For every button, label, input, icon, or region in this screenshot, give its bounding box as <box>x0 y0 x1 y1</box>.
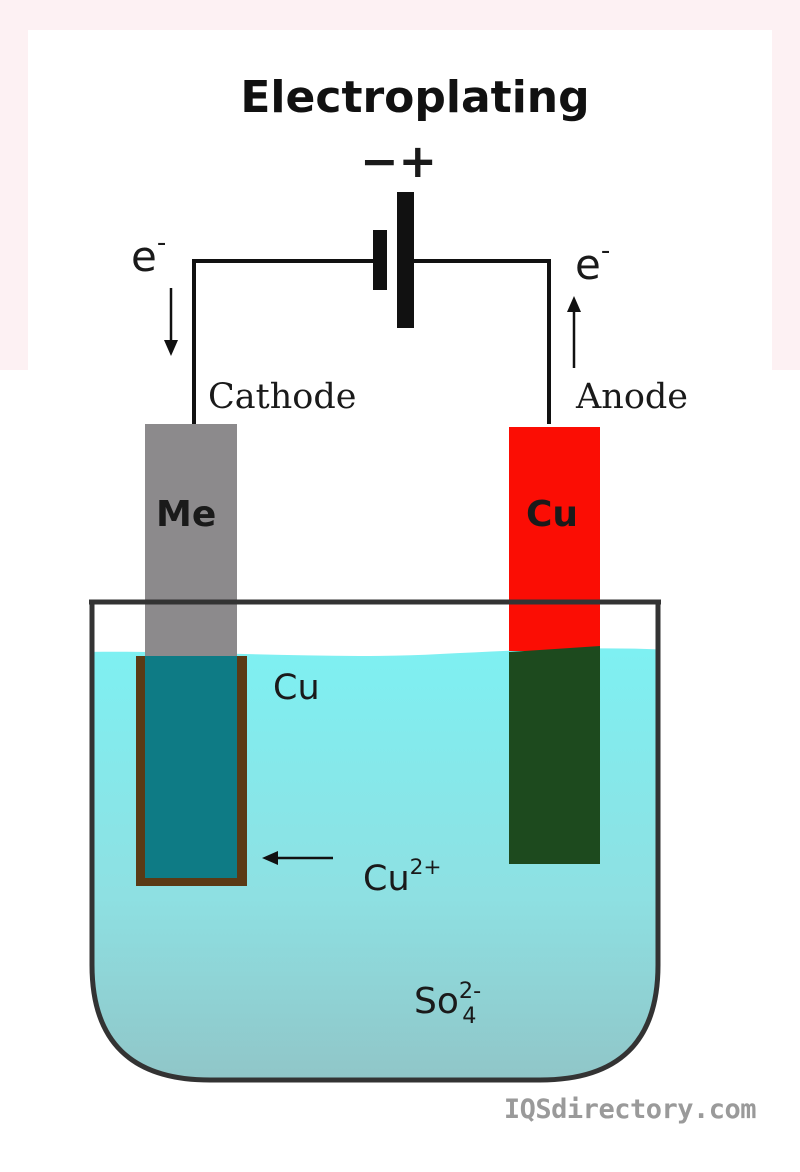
cathode-metal-label: Me <box>156 494 217 535</box>
anode-submerged <box>509 646 600 864</box>
deposit-label: Cu <box>273 668 320 708</box>
anode-electrode <box>509 427 600 651</box>
battery-negative-plate <box>373 230 387 290</box>
beaker <box>89 599 661 1083</box>
anode-label: Anode <box>576 377 689 417</box>
battery-minus-sign: − <box>360 134 399 188</box>
ion-arrow-icon <box>262 851 333 865</box>
watermark-logo: IQSdirectory.com <box>503 1094 757 1125</box>
cathode-label: Cathode <box>208 377 357 417</box>
anode-metal-label: Cu <box>526 494 579 535</box>
arrow-up-icon <box>567 296 581 368</box>
wire-left <box>192 259 379 424</box>
battery-positive-plate <box>397 192 414 328</box>
page-title: Electroplating <box>240 72 590 123</box>
battery-polarity: −+ <box>360 138 437 184</box>
cathode-submerged <box>145 656 237 878</box>
electron-label-right: e- <box>575 236 611 289</box>
battery-plus-sign: + <box>398 134 438 188</box>
copper-ion-label: Cu2+ <box>363 854 442 899</box>
wire-right <box>411 259 551 424</box>
cathode-electrode <box>145 424 237 656</box>
arrow-down-icon <box>164 288 178 356</box>
electron-label-left: e- <box>131 228 167 281</box>
